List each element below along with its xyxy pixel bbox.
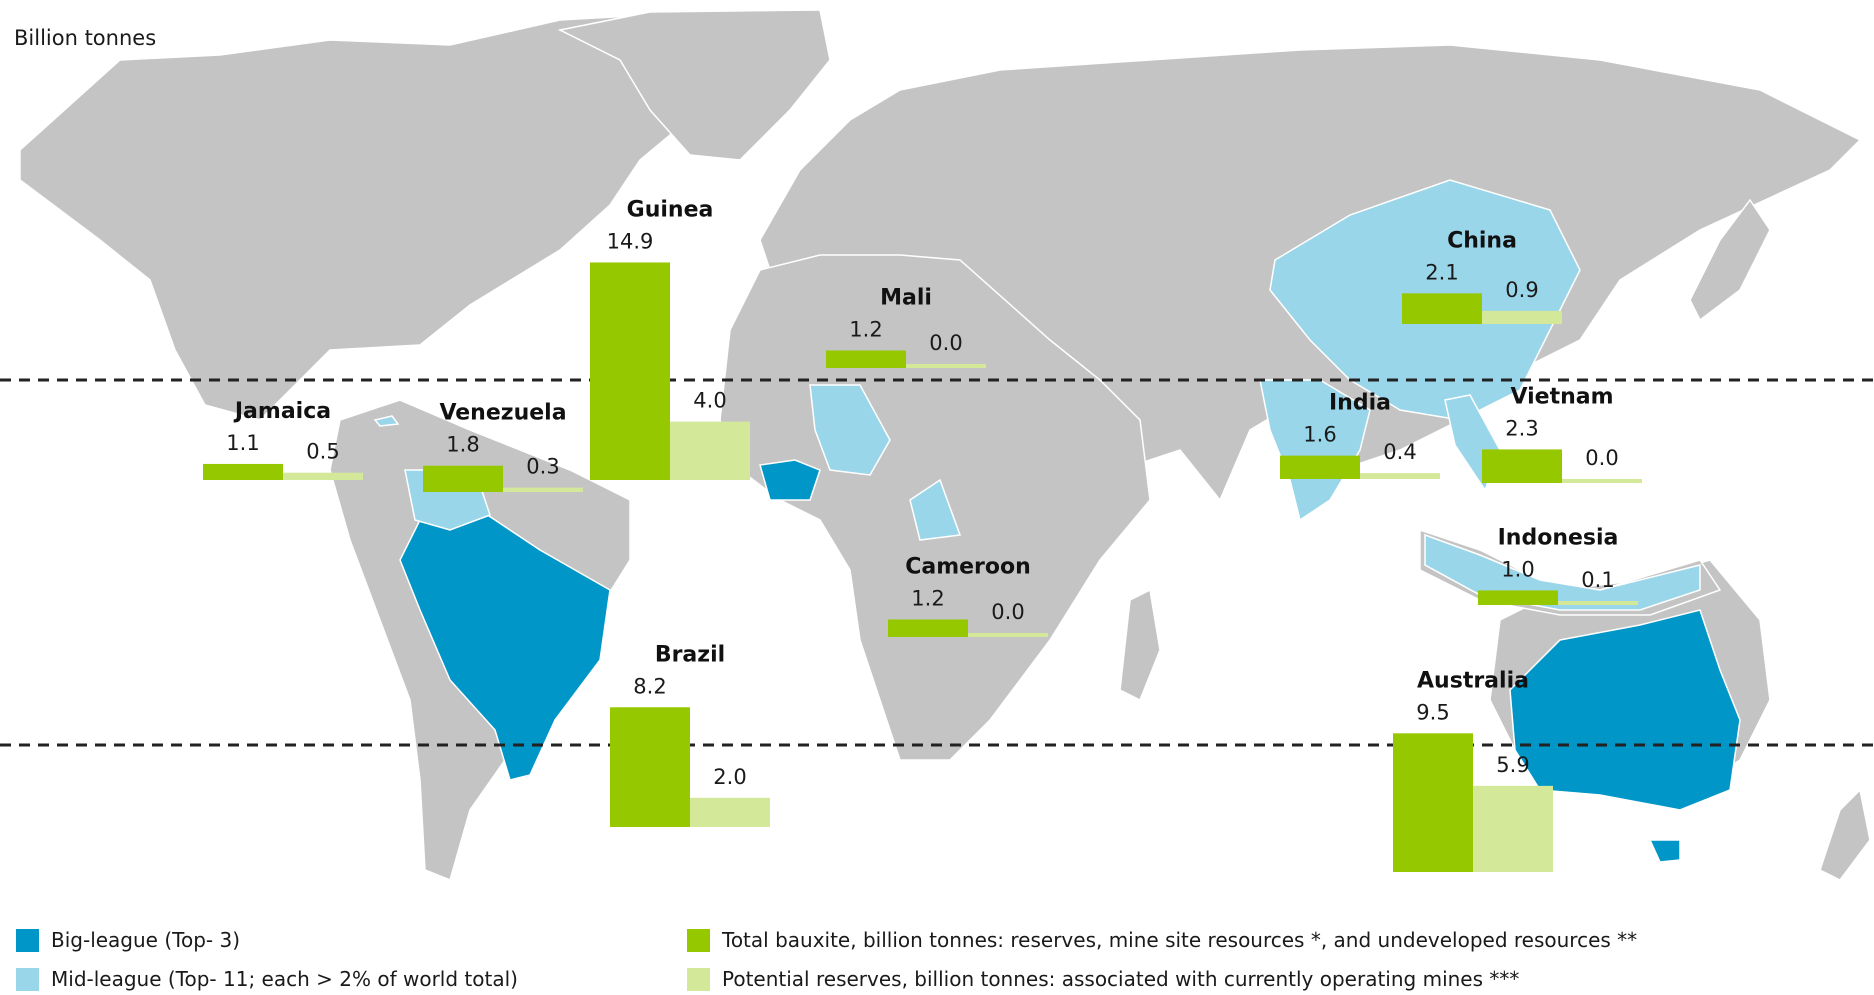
bar-potential-jamaica <box>283 472 363 480</box>
value-potential-venezuela: 0.3 <box>526 455 559 479</box>
bar-potential-australia <box>1473 785 1553 872</box>
bar-total-guinea <box>590 262 670 480</box>
value-total-mali: 1.2 <box>849 317 882 341</box>
land-greenland <box>557 9 831 161</box>
bar-potential-venezuela <box>503 487 583 492</box>
country-australia <box>1509 609 1741 811</box>
value-potential-australia: 5.9 <box>1496 753 1529 777</box>
value-potential-china: 0.9 <box>1505 278 1538 302</box>
bar-potential-vietnam <box>1562 479 1642 483</box>
value-total-jamaica: 1.1 <box>226 431 259 455</box>
bars-brazil: 8.2 2.0 Brazil <box>610 642 770 827</box>
legend-potential-reserves-label: Potential reserves, billion tonnes: asso… <box>722 967 1520 991</box>
legend-total-bauxite-swatch <box>687 928 710 952</box>
value-total-india: 1.6 <box>1303 423 1336 447</box>
bar-total-venezuela <box>423 465 503 492</box>
bar-potential-cameroon <box>968 633 1048 637</box>
unit-label: Billion tonnes <box>14 26 157 50</box>
country-label-venezuela: Venezuela <box>439 401 566 426</box>
bar-potential-india <box>1360 473 1440 479</box>
bars-vietnam: 2.3 0.0 Vietnam <box>1482 384 1642 483</box>
country-guinea <box>759 459 821 501</box>
value-potential-india: 0.4 <box>1383 440 1416 464</box>
bars-mali: 1.2 0.0 Mali <box>826 285 986 368</box>
land-madagascar <box>1119 588 1161 702</box>
bar-total-vietnam <box>1482 449 1562 483</box>
value-potential-guinea: 4.0 <box>693 389 726 413</box>
country-label-guinea: Guinea <box>627 197 714 222</box>
bars-venezuela: 1.8 0.3 Venezuela <box>423 401 583 492</box>
country-label-indonesia: Indonesia <box>1498 525 1619 550</box>
legend-big-league-swatch <box>16 928 39 952</box>
latitude-lines <box>0 378 1874 747</box>
country-label-australia: Australia <box>1417 668 1529 693</box>
legend-total-bauxite: Total bauxite, billion tonnes: reserves,… <box>687 928 1637 952</box>
bars-guinea: 14.9 4.0 Guinea <box>590 197 750 480</box>
bar-total-china <box>1402 293 1482 324</box>
bar-total-mali <box>826 350 906 368</box>
country-tasmania <box>1648 839 1681 863</box>
bar-total-brazil <box>610 707 690 827</box>
bars-india: 1.6 0.4 India <box>1280 391 1440 479</box>
value-total-guinea: 14.9 <box>607 229 654 253</box>
value-total-china: 2.1 <box>1425 260 1458 284</box>
bar-total-cameroon <box>888 619 968 637</box>
value-total-vietnam: 2.3 <box>1505 416 1538 440</box>
bars-china: 2.1 0.9 China <box>1402 228 1562 324</box>
country-india <box>1259 379 1371 522</box>
country-jamaica <box>373 415 400 427</box>
legend-big-league-label: Big-league (Top- 3) <box>51 928 240 952</box>
value-potential-vietnam: 0.0 <box>1585 446 1618 470</box>
value-total-brazil: 8.2 <box>633 674 666 698</box>
bar-potential-indonesia <box>1558 601 1638 605</box>
value-potential-indonesia: 0.1 <box>1581 568 1614 592</box>
bar-potential-brazil <box>690 797 770 827</box>
value-potential-cameroon: 0.0 <box>991 600 1024 624</box>
value-total-venezuela: 1.8 <box>446 433 479 457</box>
value-potential-jamaica: 0.5 <box>306 440 339 464</box>
legend-mid-league-swatch <box>16 967 39 991</box>
land-new-zealand <box>1819 788 1871 881</box>
bar-total-australia <box>1393 733 1473 872</box>
country-label-brazil: Brazil <box>655 642 725 667</box>
bar-potential-guinea <box>670 421 750 480</box>
bars-australia: 9.5 5.9 Australia <box>1393 668 1553 872</box>
value-potential-mali: 0.0 <box>929 331 962 355</box>
value-total-australia: 9.5 <box>1416 700 1449 724</box>
bar-potential-china <box>1482 310 1562 324</box>
land-north-america <box>19 14 721 421</box>
bar-total-indonesia <box>1478 590 1558 605</box>
value-potential-brazil: 2.0 <box>713 765 746 789</box>
country-label-vietnam: Vietnam <box>1510 384 1613 409</box>
bar-total-india <box>1280 455 1360 479</box>
legend-big-league: Big-league (Top- 3) <box>16 928 240 952</box>
value-total-indonesia: 1.0 <box>1501 557 1534 581</box>
legend-total-bauxite-label: Total bauxite, billion tonnes: reserves,… <box>722 928 1638 952</box>
country-mali <box>809 384 891 476</box>
bars-indonesia: 1.0 0.1 Indonesia <box>1478 525 1638 605</box>
legend-mid-league-label: Mid-league (Top- 11; each > 2% of world … <box>51 967 518 991</box>
country-brazil <box>399 509 611 781</box>
country-cameroon <box>909 478 962 541</box>
land-japan <box>1689 198 1771 322</box>
legend-mid-league: Mid-league (Top- 11; each > 2% of world … <box>16 967 518 991</box>
country-label-india: India <box>1329 391 1391 416</box>
bar-total-jamaica <box>203 463 283 480</box>
country-bars: 14.9 4.0 Guinea 9.5 5.9 Australia 8.2 2.0 Brazil… <box>203 197 1642 872</box>
bars-cameroon: 1.2 0.0 Cameroon <box>888 554 1048 637</box>
country-label-china: China <box>1447 228 1517 253</box>
legend-potential-reserves: Potential reserves, billion tonnes: asso… <box>687 967 1519 991</box>
value-total-cameroon: 1.2 <box>911 586 944 610</box>
bar-potential-mali <box>906 364 986 368</box>
country-label-jamaica: Jamaica <box>233 399 331 424</box>
legend-potential-reserves-swatch <box>687 967 710 991</box>
bars-jamaica: 1.1 0.5 Jamaica <box>203 399 363 480</box>
country-label-mali: Mali <box>880 285 932 310</box>
country-label-cameroon: Cameroon <box>905 554 1031 579</box>
